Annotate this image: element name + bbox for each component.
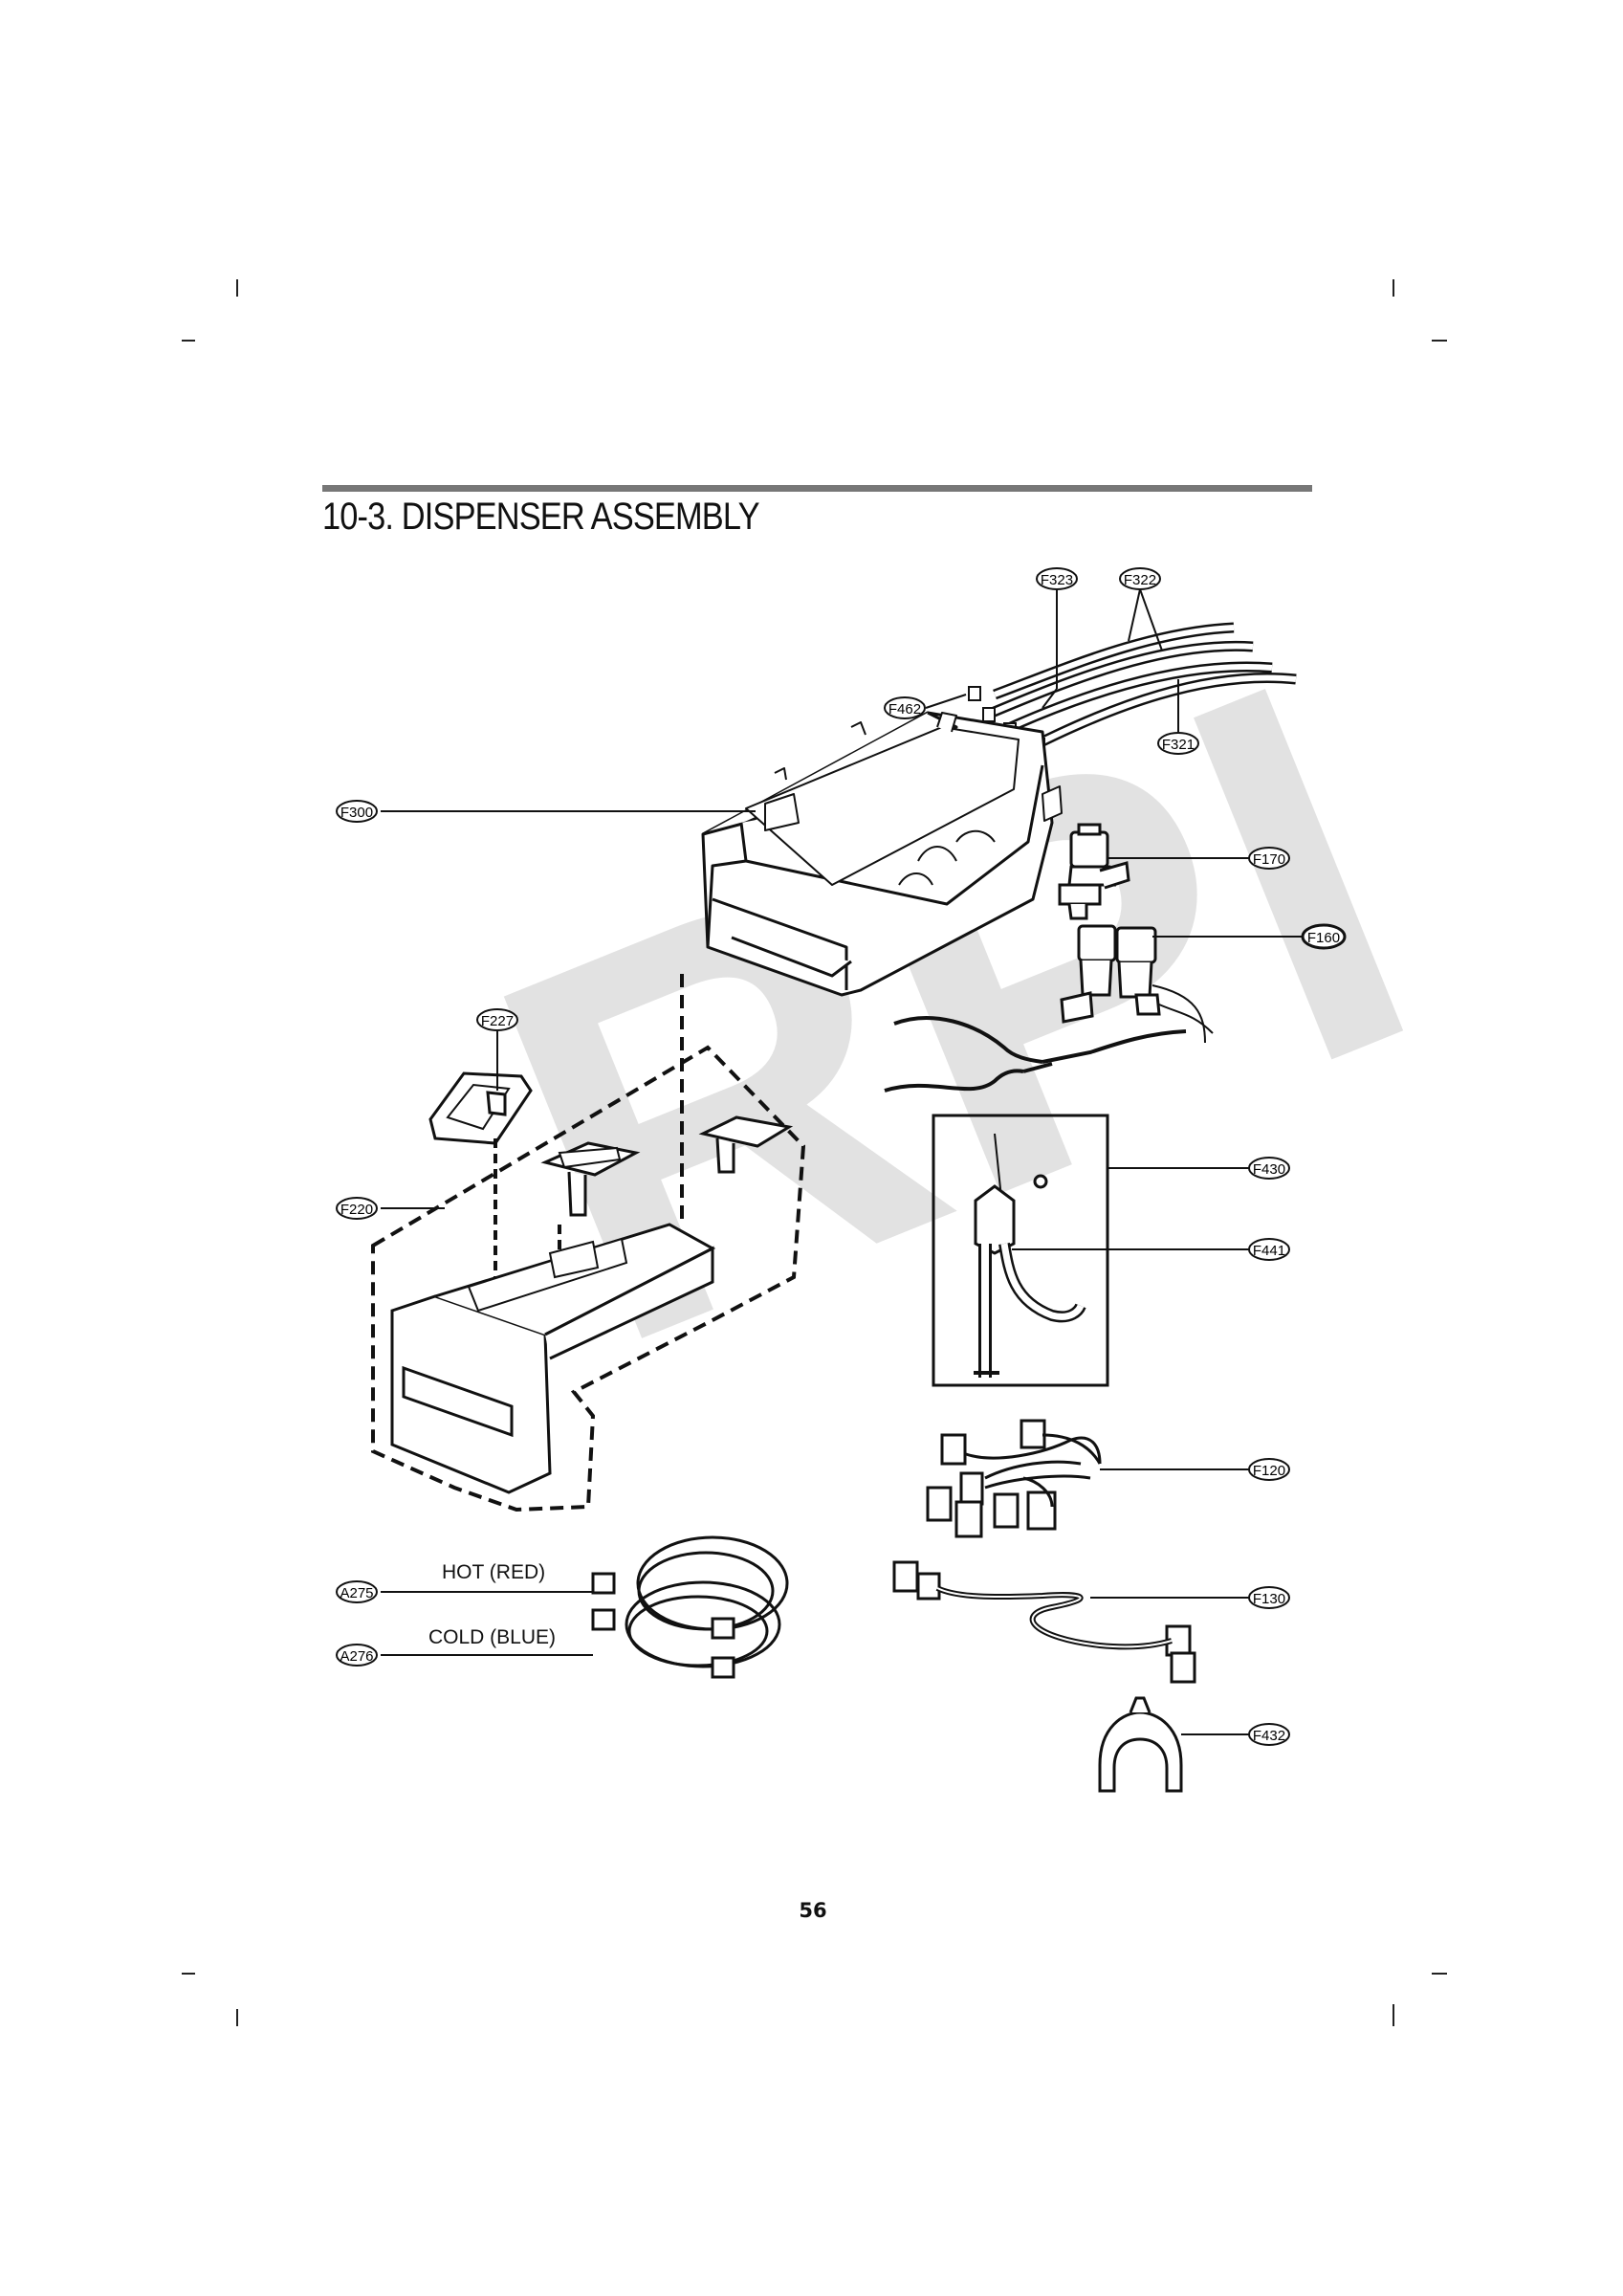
callout-f462: F462 bbox=[884, 696, 926, 719]
callout-label: A276 bbox=[340, 1648, 373, 1665]
cold-hose-label: COLD (BLUE) bbox=[428, 1626, 556, 1648]
callout-f227: F227 bbox=[476, 1008, 518, 1031]
callout-label: F323 bbox=[1041, 572, 1073, 588]
callout-a276: A276 bbox=[336, 1644, 378, 1667]
callout-f430: F430 bbox=[1248, 1157, 1290, 1180]
callout-f170: F170 bbox=[1248, 847, 1290, 870]
callout-f321: F321 bbox=[1157, 732, 1199, 755]
callout-label: A275 bbox=[340, 1585, 373, 1601]
callout-label: F220 bbox=[340, 1202, 373, 1218]
callout-f322: F322 bbox=[1119, 567, 1161, 590]
inlet-hoses bbox=[982, 622, 1297, 751]
callout-label: F160 bbox=[1307, 930, 1340, 946]
callout-label: F322 bbox=[1124, 572, 1156, 588]
title-rule bbox=[322, 485, 1312, 492]
callout-f220: F220 bbox=[336, 1197, 378, 1220]
water-supply-hoses bbox=[591, 1535, 789, 1679]
callout-f323: F323 bbox=[1036, 567, 1078, 590]
callout-label: F300 bbox=[340, 805, 373, 821]
callout-bubbles: F323 F322 F462 F321 F300 F170 bbox=[336, 567, 1347, 1746]
single-water-valve bbox=[1058, 823, 1130, 920]
valve-wires bbox=[884, 1016, 1187, 1093]
detergent-drawer bbox=[390, 1223, 716, 1494]
section-title: 10-3. DISPENSER ASSEMBLY bbox=[322, 496, 760, 538]
callout-f441: F441 bbox=[1248, 1238, 1290, 1261]
dispenser-housing bbox=[701, 711, 1063, 997]
wiring-harness bbox=[926, 1419, 1102, 1538]
callout-f160: F160 bbox=[1301, 923, 1347, 950]
dispenser-cap bbox=[428, 1071, 533, 1145]
drawer-inserts bbox=[540, 1115, 794, 1217]
callout-label: F130 bbox=[1253, 1591, 1285, 1607]
callout-label: F430 bbox=[1253, 1161, 1285, 1178]
callout-a275: A275 bbox=[336, 1580, 378, 1603]
callout-leader-lines bbox=[381, 588, 1303, 1735]
double-water-valve bbox=[1060, 924, 1214, 1044]
callout-label: F120 bbox=[1253, 1463, 1285, 1479]
callout-label: F432 bbox=[1253, 1728, 1285, 1744]
callout-f432: F432 bbox=[1248, 1723, 1290, 1746]
callout-label: F441 bbox=[1253, 1243, 1285, 1259]
wire-harness-f130 bbox=[892, 1560, 1196, 1684]
callout-f120: F120 bbox=[1248, 1458, 1290, 1481]
page-number: 56 bbox=[799, 1899, 827, 1922]
crop-marks bbox=[182, 279, 1447, 2026]
callout-label: F227 bbox=[481, 1013, 514, 1029]
callout-label: F170 bbox=[1253, 851, 1285, 868]
air-hose-box bbox=[932, 1114, 1109, 1387]
u-clip bbox=[1098, 1696, 1183, 1793]
callout-f300: F300 bbox=[336, 800, 378, 823]
callout-f130: F130 bbox=[1248, 1586, 1290, 1609]
callout-label: F462 bbox=[888, 701, 921, 718]
callout-label: F321 bbox=[1162, 737, 1195, 753]
hot-hose-label: HOT (RED) bbox=[442, 1561, 545, 1583]
